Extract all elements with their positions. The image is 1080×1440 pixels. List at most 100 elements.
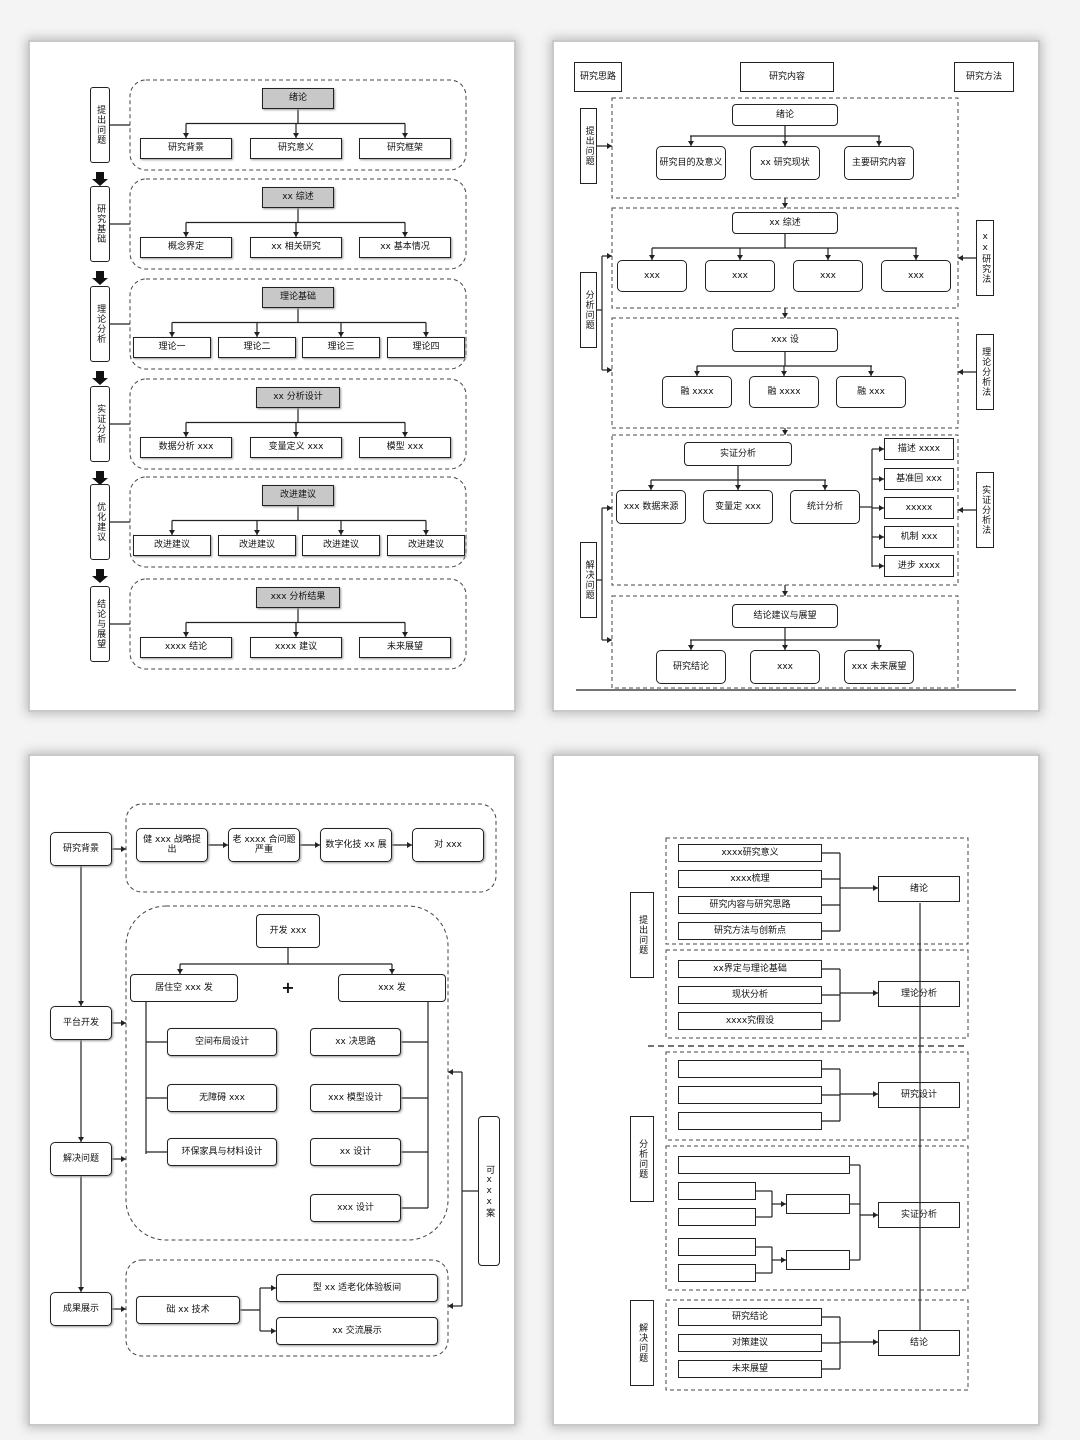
- section-item: 融 xxxx: [749, 376, 819, 408]
- section-item: xxx 未来展望: [844, 650, 914, 684]
- section-item: 统计分析: [790, 490, 860, 524]
- group-item: 研究结论: [678, 1308, 822, 1326]
- arrowhead-icon: [389, 969, 395, 974]
- arrowhead-icon: [607, 367, 612, 373]
- section-item: 概念界定: [140, 237, 232, 258]
- section-frame: [611, 317, 959, 429]
- section-item: xx 研究现状: [750, 146, 820, 180]
- group-result: 理论分析: [878, 981, 960, 1007]
- arrowhead-icon: [649, 255, 655, 260]
- arrowhead-icon: [873, 1091, 878, 1097]
- left-stage-label: 分析问题: [580, 272, 597, 348]
- section-item: 数据分析 xxx: [140, 437, 232, 458]
- section-item: xxx: [617, 260, 687, 292]
- arrowhead-icon: [402, 232, 408, 237]
- arrowhead-icon: [183, 232, 189, 237]
- arrowhead-icon: [879, 446, 884, 452]
- arrowhead-icon: [688, 141, 694, 146]
- arrowhead-icon: [293, 432, 299, 437]
- right-item: xxx 模型设计: [310, 1084, 401, 1112]
- sub-item: 机制 xxx: [884, 526, 954, 548]
- arrowhead-icon: [781, 371, 787, 376]
- arrowhead-icon: [121, 1306, 126, 1312]
- section-item: 理论一: [133, 337, 211, 358]
- background-step: 数字化技 xx 展: [320, 828, 392, 862]
- section-frame: [129, 79, 467, 171]
- section-item: 理论四: [387, 337, 465, 358]
- section-item: 理论二: [218, 337, 296, 358]
- arrowhead-icon: [737, 255, 743, 260]
- group-item: xxxx究假设: [678, 1012, 822, 1030]
- section-title: 实证分析: [684, 442, 792, 466]
- left-branch: 居住空 xxx 发: [130, 974, 238, 1002]
- connector-layer: [78, 803, 497, 1357]
- dev-title: 开发 xxx: [256, 914, 320, 948]
- arrowhead-icon: [402, 133, 408, 138]
- arrowhead-icon: [338, 332, 344, 337]
- header-research-content: 研究内容: [740, 62, 834, 92]
- arrowhead-icon: [873, 990, 878, 996]
- down-arrow-icon: [92, 172, 108, 186]
- arrowhead-icon: [876, 141, 882, 146]
- arrowhead-icon: [121, 1156, 126, 1162]
- background-step: 对 xxx: [412, 828, 484, 862]
- arrowhead-icon: [78, 1001, 84, 1006]
- section-item: xx 基本情况: [359, 237, 451, 258]
- arrowhead-icon: [607, 505, 612, 511]
- section-title: 绪论: [732, 104, 838, 126]
- section-frame: [129, 476, 467, 568]
- arrowhead-icon: [781, 1257, 786, 1263]
- arrowhead-icon: [448, 1303, 453, 1309]
- section-item: 改进建议: [302, 535, 380, 556]
- section-item: xxxx 结论: [140, 637, 232, 658]
- group-frame: [665, 1145, 969, 1291]
- arrowhead-icon: [822, 485, 828, 490]
- arrowhead-icon: [254, 332, 260, 337]
- section-title: 结论建议与展望: [732, 604, 838, 628]
- stage-box: 成果展示: [50, 1292, 112, 1326]
- section-item: 研究背景: [140, 138, 232, 159]
- output-box: xx 交流展示: [276, 1317, 438, 1345]
- tech-box: 础 xx 技术: [136, 1296, 240, 1324]
- arrowhead-icon: [607, 143, 612, 149]
- right-item: xx 设计: [310, 1138, 401, 1166]
- left-stage-label: 提出问题: [580, 108, 597, 184]
- arrowhead-icon: [315, 842, 320, 848]
- arrowhead-icon: [121, 846, 126, 852]
- section-item: xxx: [793, 260, 863, 292]
- arrowhead-icon: [868, 371, 874, 376]
- arrowhead-icon: [271, 1328, 276, 1334]
- section-item: xxx: [750, 650, 820, 684]
- group-item: [786, 1250, 850, 1270]
- group-item: 未来展望: [678, 1360, 822, 1378]
- arrowhead-icon: [78, 1137, 84, 1142]
- group-item: [678, 1264, 756, 1282]
- group-item: 研究内容与研究思路: [678, 896, 822, 914]
- group-result: 研究设计: [878, 1082, 960, 1108]
- section-title: xx 综述: [262, 187, 334, 208]
- section-item: xxxx 建议: [250, 637, 342, 658]
- arrowhead-icon: [782, 645, 788, 650]
- right-method-label: 实证分析法: [976, 472, 994, 548]
- arrowhead-icon: [169, 332, 175, 337]
- group-item: [678, 1238, 756, 1256]
- group-item: 研究方法与创新点: [678, 922, 822, 940]
- right-item: xx 决思路: [310, 1028, 401, 1056]
- arrowhead-icon: [183, 133, 189, 138]
- output-box: 型 xx 适老化体验板间: [276, 1274, 438, 1302]
- header-research-idea: 研究思路: [574, 62, 622, 92]
- left-stage-label: 提出问题: [630, 892, 654, 978]
- arrowhead-icon: [958, 369, 963, 375]
- section-item: xxx: [881, 260, 951, 292]
- arrowhead-icon: [183, 432, 189, 437]
- connector-layer: [576, 97, 1016, 691]
- arrowhead-icon: [423, 332, 429, 337]
- section-frame: [129, 278, 467, 370]
- group-item: [678, 1182, 756, 1200]
- arrowhead-icon: [782, 203, 788, 208]
- arrowhead-icon: [271, 1285, 276, 1291]
- connector-layer: [92, 79, 467, 670]
- sub-item: xxxxx: [884, 497, 954, 519]
